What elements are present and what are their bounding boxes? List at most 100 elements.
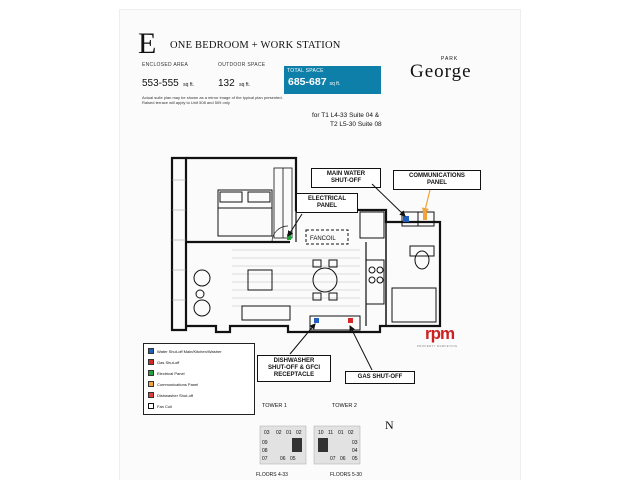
t1-unit: 06 bbox=[280, 456, 286, 462]
kitchen bbox=[309, 211, 385, 331]
gas-marker bbox=[348, 318, 353, 323]
balcony-hatch bbox=[172, 179, 186, 301]
rpm-logo: rpm bbox=[425, 324, 455, 343]
outdoor-space-unit: sq ft. bbox=[239, 82, 250, 88]
comms-marker bbox=[423, 212, 427, 220]
legend-item: Communications Panel bbox=[148, 380, 198, 388]
dishwasher-line3: RECEPTACLE bbox=[273, 372, 315, 378]
bedroom-door bbox=[271, 225, 289, 243]
total-space-value-wrap: 685-687 sq ft. bbox=[288, 76, 340, 88]
water-arrow bbox=[371, 183, 406, 217]
t1-unit: 01 bbox=[286, 430, 292, 436]
brand-park: PARK bbox=[441, 56, 459, 62]
total-space-label: TOTAL SPACE bbox=[287, 68, 324, 74]
water-shutoff-marker bbox=[403, 216, 409, 222]
rpm-subtitle: PROPERTY MARKETING bbox=[417, 344, 458, 348]
communications-line1: COMMUNICATIONS bbox=[409, 173, 465, 179]
total-space-box: TOTAL SPACE 685-687 sq ft. bbox=[284, 66, 381, 94]
patio-furniture bbox=[193, 269, 211, 317]
tower1-floors: FLOORS 4-33 bbox=[256, 472, 288, 478]
legend-item: Gas Shut-off bbox=[148, 358, 179, 366]
legend-label: Fan Coil bbox=[157, 403, 172, 409]
suite-line-2: T2 L5-30 Suite 08 bbox=[330, 121, 382, 128]
main-water-callout: MAIN WATER SHUT-OFF bbox=[311, 168, 381, 188]
mirror-note: Actual suite plan may be shown as a mirr… bbox=[142, 95, 283, 100]
electrical-callout: ELECTRICAL PANEL bbox=[296, 193, 358, 213]
t1-unit: 05 bbox=[290, 456, 296, 462]
enclosed-area-label: ENCLOSED AREA bbox=[142, 62, 189, 68]
legend-swatch-water bbox=[148, 348, 154, 354]
suite-line-1: for T1 L4-33 Suite 04 & bbox=[312, 112, 380, 119]
dishwasher-arrow bbox=[289, 323, 316, 355]
tower1-highlight bbox=[292, 438, 302, 452]
unit-title: ONE BEDROOM + WORK STATION bbox=[170, 40, 341, 51]
main-water-line1: MAIN WATER bbox=[326, 171, 366, 177]
legend-item: Fan Coil bbox=[148, 402, 172, 410]
balcony-outline bbox=[170, 156, 188, 332]
legend-label: Communications Panel bbox=[157, 381, 199, 387]
floor-plan: FANCOIL bbox=[170, 156, 442, 334]
fancoil-box bbox=[305, 229, 349, 245]
communications-line2: PANEL bbox=[427, 180, 447, 186]
t1-unit: 02 bbox=[276, 430, 282, 436]
legend-label: Gas Shut-off bbox=[157, 359, 180, 365]
legend-item: Water Shut-off Main/Kitchen/Washer bbox=[148, 347, 222, 355]
total-space-unit: sq ft. bbox=[329, 81, 341, 87]
legend-swatch-gas bbox=[148, 359, 154, 365]
t2-unit: 04 bbox=[352, 448, 358, 454]
t2-unit: 02 bbox=[348, 430, 354, 436]
main-water-line2: SHUT-OFF bbox=[331, 178, 361, 184]
legend-swatch-fancoil bbox=[148, 403, 154, 409]
comms-arrow bbox=[421, 189, 431, 216]
electrical-line1: ELECTRICAL bbox=[308, 196, 346, 202]
legend-label: Dishwasher Shut-off bbox=[157, 392, 193, 398]
living-furniture bbox=[241, 259, 338, 321]
t2-unit: 10 bbox=[318, 430, 324, 436]
dishwasher-line2: SHUT-OFF & GFCI bbox=[268, 365, 320, 371]
enclosed-area: 553-555 sq ft. bbox=[142, 73, 194, 91]
t2-unit: 01 bbox=[338, 430, 344, 436]
communications-callout: COMMUNICATIONS PANEL bbox=[393, 170, 481, 190]
kitchen-water-marker bbox=[314, 318, 319, 323]
legend-swatch-dishwasher bbox=[148, 392, 154, 398]
t1-unit: 03 bbox=[264, 430, 270, 436]
closet bbox=[273, 167, 293, 239]
enclosed-area-value: 553-555 bbox=[142, 78, 179, 89]
living-floor bbox=[232, 249, 360, 307]
t2-unit: 06 bbox=[340, 456, 346, 462]
t2-unit: 07 bbox=[330, 456, 336, 462]
outdoor-space-value: 132 bbox=[218, 78, 235, 89]
unit-letter: E bbox=[138, 27, 157, 60]
gas-shutoff-callout: GAS SHUT-OFF bbox=[345, 371, 415, 384]
legend-label: Water Shut-off Main/Kitchen/Washer bbox=[157, 348, 222, 354]
legend-swatch-communications bbox=[148, 381, 154, 387]
t1-unit: 02 bbox=[296, 430, 302, 436]
terrace-note: Raised terrace will apply to Unit 508 an… bbox=[142, 100, 230, 105]
electrical-line2: PANEL bbox=[317, 203, 337, 209]
t1-unit: 08 bbox=[262, 448, 268, 454]
t1-unit: 07 bbox=[262, 456, 268, 462]
dishwasher-line1: DISHWASHER bbox=[273, 358, 315, 364]
tower1-label: TOWER 1 bbox=[262, 403, 287, 409]
legend-label: Electrical Panel bbox=[157, 370, 185, 376]
legend: Water Shut-off Main/Kitchen/Washer Gas S… bbox=[143, 343, 255, 415]
north-indicator: N bbox=[385, 418, 394, 432]
t2-unit: 11 bbox=[328, 430, 333, 436]
t2-unit: 05 bbox=[352, 456, 358, 462]
legend-item: Electrical Panel bbox=[148, 369, 185, 377]
t1-unit: 09 bbox=[262, 440, 268, 446]
tower2-floors: FLOORS 5-30 bbox=[330, 472, 362, 478]
legend-swatch-electrical bbox=[148, 370, 154, 376]
gas-arrow bbox=[349, 325, 373, 371]
outdoor-space: 132 sq ft. bbox=[218, 73, 250, 91]
bed bbox=[217, 189, 273, 237]
legend-item: Dishwasher Shut-off bbox=[148, 391, 193, 399]
tower2-highlight bbox=[318, 438, 328, 452]
enclosed-area-unit: sq ft. bbox=[183, 82, 194, 88]
dishwasher-callout: DISHWASHER SHUT-OFF & GFCI RECEPTACLE bbox=[257, 355, 331, 382]
electrical-marker bbox=[287, 234, 291, 240]
bathroom bbox=[391, 245, 437, 323]
total-space-value: 685-687 bbox=[288, 76, 327, 88]
brand-george: George bbox=[410, 61, 472, 82]
